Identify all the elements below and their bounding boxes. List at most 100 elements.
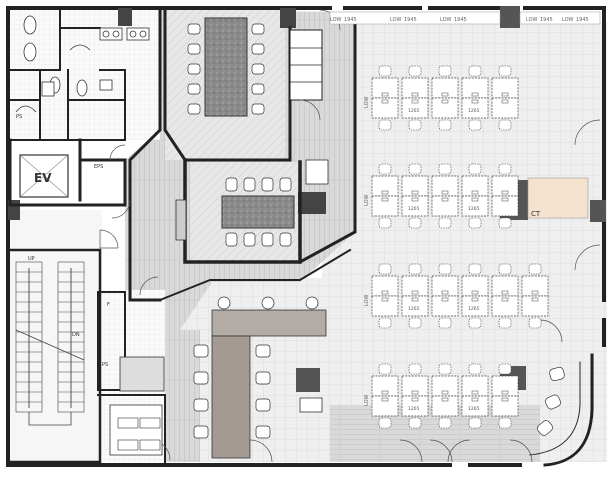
monitor-icon xyxy=(411,390,419,395)
stair-hall-floor xyxy=(10,210,102,462)
workstation-desk xyxy=(461,195,489,217)
desk-chair xyxy=(378,163,392,175)
monitor-icon xyxy=(441,190,449,195)
desk-chair xyxy=(498,417,512,429)
toilet-2 xyxy=(23,42,37,62)
monitor-icon xyxy=(441,390,449,395)
desk-chair xyxy=(468,263,482,275)
copy-machine xyxy=(305,159,329,185)
desk-chair xyxy=(408,263,422,275)
monitor-icon xyxy=(411,99,419,104)
monitor-icon xyxy=(411,190,419,195)
island-low-tag: LOW xyxy=(364,294,370,306)
monitor-icon xyxy=(411,297,419,302)
desk-chair xyxy=(408,363,422,375)
column-top-1 xyxy=(118,8,132,26)
workstation-desk xyxy=(401,395,429,417)
service-labels: EV EPS PS PS F xyxy=(16,114,110,368)
long-table xyxy=(211,335,251,459)
desk-chair xyxy=(378,119,392,131)
desk-chair xyxy=(408,119,422,131)
monitor-icon xyxy=(501,297,509,302)
desk-dimension-tag: 1265 xyxy=(408,306,420,312)
desk-chair xyxy=(408,65,422,77)
desk-dimension-tag: 1265 xyxy=(468,406,480,412)
workstation-desk xyxy=(521,295,549,317)
column-lounge xyxy=(296,368,320,392)
monitor-icon xyxy=(531,297,539,302)
monitor-icon xyxy=(381,397,389,402)
strip-low-1: LOW xyxy=(330,17,342,23)
column-right xyxy=(590,200,606,222)
desk-chair xyxy=(528,317,542,329)
desk-chair xyxy=(468,217,482,229)
monitor-icon xyxy=(381,297,389,302)
desk-chair xyxy=(438,65,452,77)
toilet-1 xyxy=(23,15,37,35)
monitor-icon xyxy=(441,297,449,302)
monitor-icon xyxy=(471,290,479,295)
stair-down-label: DN xyxy=(72,332,80,338)
lounge xyxy=(109,296,327,459)
monitor-icon xyxy=(441,99,449,104)
desk-chair xyxy=(498,317,512,329)
desk-chair xyxy=(408,217,422,229)
meeting-room-a xyxy=(187,17,265,117)
desk-chair xyxy=(468,163,482,175)
monitor-icon xyxy=(501,290,509,295)
desk-chair xyxy=(378,317,392,329)
monitor-icon xyxy=(381,197,389,202)
desk-chair xyxy=(498,217,512,229)
desk-dimension-tag: 1265 xyxy=(468,306,480,312)
workstation-desk xyxy=(461,295,489,317)
monitor-icon xyxy=(381,99,389,104)
corner-chairs xyxy=(537,366,565,436)
strip-low-4: LOW xyxy=(526,17,538,23)
island-low-tag: LOW xyxy=(364,96,370,108)
workstation-desk xyxy=(491,295,519,317)
workstation-desk xyxy=(371,295,399,317)
workstation-desk xyxy=(371,195,399,217)
monitor-icon xyxy=(531,290,539,295)
workstation-desk xyxy=(401,195,429,217)
monitor-icon xyxy=(381,390,389,395)
desk-chair xyxy=(468,119,482,131)
desk-chair xyxy=(498,65,512,77)
stair-up-label: UP xyxy=(28,256,35,262)
strip-low-3: LOW xyxy=(440,17,452,23)
curved-glass-inner xyxy=(529,361,581,456)
restroom-fixtures xyxy=(15,15,150,113)
desk-chair xyxy=(528,263,542,275)
desk-dimension-tag: 1265 xyxy=(408,108,420,114)
desk-chair xyxy=(498,363,512,375)
desk-dimension-tag: 1265 xyxy=(468,108,480,114)
toilet-4 xyxy=(76,79,88,97)
urinal xyxy=(41,81,55,97)
column-mid xyxy=(298,192,326,214)
desk-chair xyxy=(378,217,392,229)
store-counter xyxy=(119,356,165,392)
desk-chair xyxy=(438,217,452,229)
curved-corner-wall xyxy=(543,353,594,467)
monitor-icon xyxy=(471,92,479,97)
workstation-desk xyxy=(371,395,399,417)
monitor-icon xyxy=(381,92,389,97)
eps-label: EPS xyxy=(94,164,103,170)
monitor-icon xyxy=(471,397,479,402)
workstation-desk xyxy=(431,195,459,217)
window-sill-band xyxy=(329,11,501,25)
workstation-desk xyxy=(491,195,519,217)
desk-chair xyxy=(438,263,452,275)
door-swings xyxy=(99,9,601,463)
desk-chair xyxy=(408,317,422,329)
desk-chair xyxy=(438,317,452,329)
monitor-icon xyxy=(501,390,509,395)
meeting-room-b xyxy=(175,159,329,247)
desk-chair xyxy=(378,65,392,77)
desk-chair xyxy=(498,263,512,275)
strip-low-5: LOW xyxy=(562,17,574,23)
ct-accent-panel xyxy=(527,177,589,219)
desk-chair xyxy=(468,363,482,375)
